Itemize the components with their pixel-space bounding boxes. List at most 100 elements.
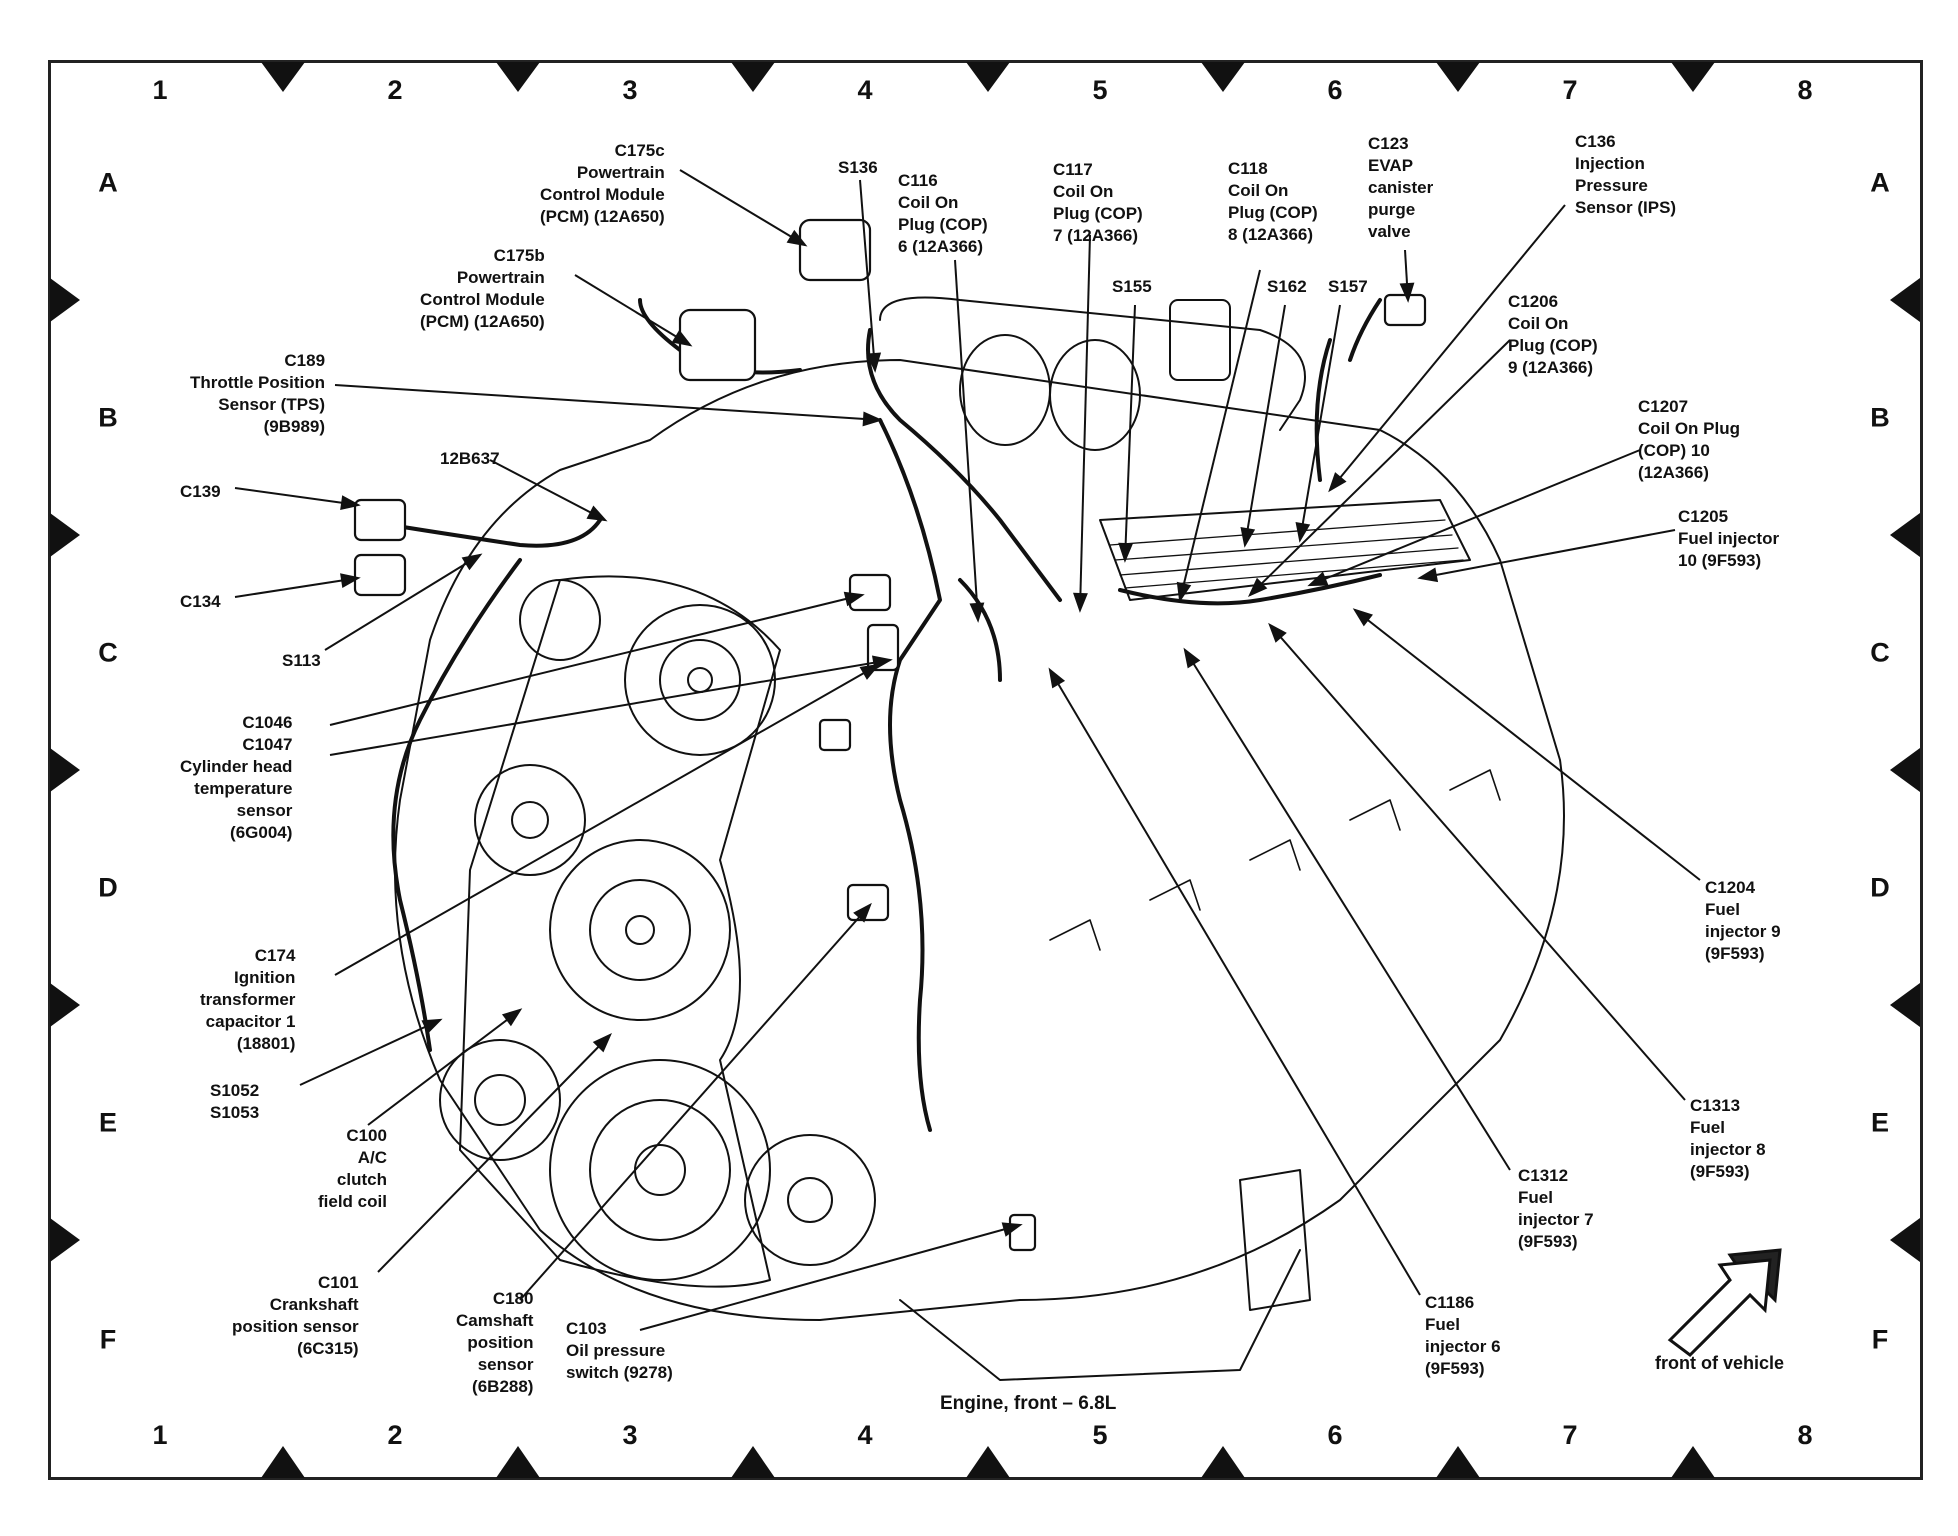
border-marker-bottom-5 (1201, 1446, 1245, 1478)
callout-s155: S155 (1112, 276, 1152, 298)
front-of-vehicle-arrow (1667, 1248, 1782, 1357)
grid-row-D-left: D (98, 872, 118, 903)
leader-line-c1206 (1249, 339, 1511, 596)
callout-s113-line-1: S113 (282, 651, 321, 670)
leader-line-c1047-b (329, 659, 891, 756)
leader-line-c1312 (1184, 649, 1511, 1171)
callout-c136-line-2: Injection (1575, 154, 1645, 173)
callout-c189-line-2: Throttle Position (190, 373, 326, 392)
callout-c1206-line-3: Plug (COP) (1508, 336, 1598, 355)
leader-line-c1186 (1049, 669, 1421, 1296)
leader-line-c1313 (1269, 624, 1686, 1101)
border-marker-top-7 (1671, 62, 1715, 92)
callout-c180-line-1: C180 (492, 1289, 534, 1308)
callout-c123-line-1: C123 (1368, 134, 1409, 153)
callout-c100-line-4: field coil (318, 1192, 387, 1211)
callout-c1312-line-2: Fuel (1518, 1188, 1553, 1207)
leader-line-c103 (639, 1224, 1021, 1331)
callout-c1312-line-1: C1312 (1518, 1166, 1569, 1185)
leader-line-c174 (334, 664, 879, 976)
border-marker-left-5 (50, 1218, 80, 1262)
leader-arrowhead-c12b637 (586, 505, 608, 522)
grid-col-5-top: 5 (1092, 75, 1108, 105)
callout-c134: C134 (180, 591, 221, 613)
leader-arrowhead-c103 (1001, 1222, 1023, 1237)
grid-col-1-top: 1 (152, 75, 168, 105)
callout-c101-line-1: C101 (317, 1273, 359, 1292)
leader-line-c117 (1079, 234, 1091, 611)
serpentine-belt (459, 575, 781, 1288)
diagram-frame (48, 60, 1923, 1480)
leader-arrowhead-c1312 (1183, 647, 1201, 669)
grid-col-6-bottom: 6 (1327, 1420, 1343, 1450)
leader-line-c180 (519, 904, 871, 1301)
leader-arrowhead-c1046-a (843, 591, 865, 607)
callout-c12b637-line-1: 12B637 (440, 449, 500, 468)
leader-arrowhead-s157 (1295, 521, 1311, 543)
grid-col-2-top: 2 (387, 75, 403, 105)
leader-line-c101 (377, 1034, 611, 1273)
grid-row-B-left: B (98, 402, 118, 433)
grid-col-5-bottom: 5 (1092, 1420, 1108, 1450)
callout-c1313-line-4: (9F593) (1690, 1162, 1750, 1181)
leader-arrowhead-c1204 (1352, 608, 1373, 627)
callout-c1205-line-1: C1205 (1678, 507, 1729, 526)
border-marker-bottom-7 (1671, 1446, 1715, 1478)
grid-row-B-right: B (1870, 402, 1890, 433)
leader-arrowhead-c134 (340, 573, 361, 588)
border-marker-bottom-2 (496, 1446, 540, 1478)
leader-arrowhead-c100 (501, 1008, 523, 1027)
border-marker-left-3 (50, 748, 80, 792)
border-marker-right-3 (1890, 748, 1920, 792)
callout-c1206-line-4: 9 (12A366) (1508, 358, 1594, 377)
leader-line-c1205 (1419, 529, 1676, 579)
connector-shapes (353, 218, 1427, 1252)
grid-row-C-right: C (1870, 637, 1890, 668)
callout-c117-line-3: Plug (COP) (1053, 204, 1143, 223)
callout-c174-line-2: Ignition (234, 968, 296, 987)
grid-row-A-right: A (1870, 167, 1890, 198)
callout-s1052-line-2: S1053 (210, 1103, 260, 1122)
leader-arrowhead-s136 (866, 352, 882, 373)
callout-c1205-line-2: Fuel injector (1678, 529, 1780, 548)
callout-s155-line-1: S155 (1112, 277, 1152, 296)
callout-c118-line-4: 8 (12A366) (1228, 225, 1314, 244)
callout-c100-line-2: A/C (357, 1148, 387, 1167)
callout-c116-line-4: 6 (12A366) (898, 237, 984, 256)
border-marker-top-3 (731, 62, 775, 92)
callout-c116-line-3: Plug (COP) (898, 215, 988, 234)
border-marker-bottom-6 (1436, 1446, 1480, 1478)
front-of-vehicle-label: front of vehicle (1655, 1353, 1785, 1373)
border-marker-left-1 (50, 278, 80, 322)
callout-c1313-line-2: Fuel (1690, 1118, 1725, 1137)
leader-line-c116 (954, 259, 979, 621)
leader-line-c1046-a (329, 594, 863, 726)
callout-c180-line-3: position (467, 1333, 534, 1352)
leader-line-s155 (1124, 304, 1136, 561)
leader-line-s113 (324, 554, 481, 651)
valve-cover-fins (1109, 519, 1464, 589)
callout-s113: S113 (282, 650, 321, 672)
callout-c116-line-2: Coil On (898, 193, 959, 212)
callout-s157: S157 (1328, 276, 1368, 298)
callout-c123-line-5: valve (1368, 222, 1411, 241)
leader-arrowhead-c175c (786, 229, 808, 247)
callout-c1186-line-4: (9F593) (1425, 1359, 1485, 1378)
callout-c1046-line-5: sensor (236, 801, 293, 820)
callout-c1313-line-3: injector 8 (1690, 1140, 1766, 1159)
leader-arrowhead-c1206 (1247, 577, 1268, 597)
callout-c180-line-2: Camshaft (456, 1311, 534, 1330)
leader-arrowhead-c180 (853, 902, 872, 923)
leader-line-s136 (859, 179, 876, 371)
